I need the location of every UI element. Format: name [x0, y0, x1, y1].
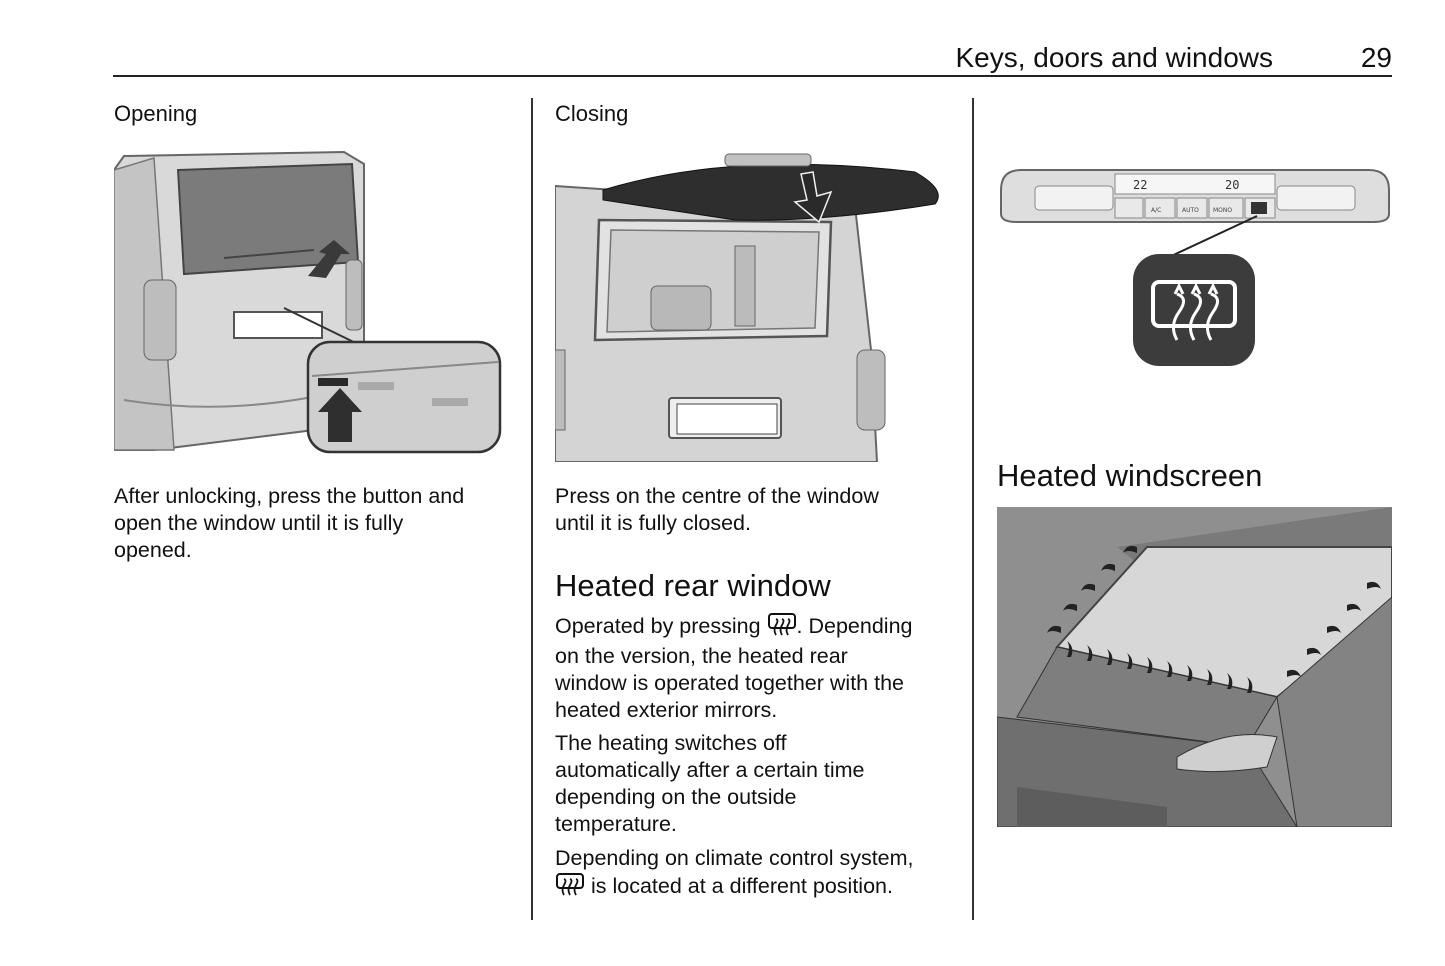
- paragraph-line: Operated by pressing . Depending: [555, 612, 913, 643]
- page-number: 29: [1360, 42, 1392, 73]
- van-rear-window-opening-illustration: [114, 150, 502, 455]
- paragraph-text: . Depending: [796, 614, 913, 638]
- heated-rear-window-heading: Heated rear window: [555, 568, 831, 603]
- column-divider-left: [531, 98, 533, 920]
- heated-rear-window-paragraph-3: Depending on climate control system, is …: [555, 845, 914, 903]
- opening-line: opened.: [114, 538, 192, 562]
- paragraph-line: on the version, the heated rear: [555, 644, 848, 668]
- rear-window-heating-icon: [767, 612, 797, 643]
- heated-rear-window-paragraph-1: Operated by pressing . Depending on the …: [555, 612, 913, 724]
- left-temperature: 22: [1133, 178, 1147, 192]
- climate-control-panel-illustration: 22 20 A/C AUTO MONO: [997, 150, 1392, 372]
- rear-window-heating-icon: [555, 872, 585, 903]
- closing-subheading: Closing: [555, 101, 629, 126]
- paragraph-line: Depending on climate control system,: [555, 846, 914, 870]
- closing-line: Press on the centre of the window: [555, 484, 879, 508]
- opening-subheading: Opening: [114, 101, 198, 126]
- paragraph-line: The heating switches off: [555, 731, 787, 755]
- heated-rear-window-paragraph-2: The heating switches off automatically a…: [555, 730, 865, 838]
- right-temperature: 20: [1225, 178, 1239, 192]
- paragraph-text: Operated by pressing: [555, 614, 767, 638]
- van-front-windscreen-heating-illustration: [997, 507, 1392, 827]
- opening-line: open the window until it is fully: [114, 511, 404, 535]
- closing-instruction: Press on the centre of the window until …: [555, 483, 879, 537]
- mono-button-label: MONO: [1213, 207, 1232, 214]
- opening-line: After unlocking, press the button and: [114, 484, 465, 508]
- running-header-title: Keys, doors and windows: [955, 42, 1273, 73]
- paragraph-line: window is operated together with the: [555, 671, 904, 695]
- ac-button-label: A/C: [1151, 207, 1161, 214]
- header-rule: [113, 75, 1392, 77]
- paragraph-line: automatically after a certain time: [555, 758, 865, 782]
- heated-windscreen-heading: Heated windscreen: [997, 458, 1263, 493]
- paragraph-line: temperature.: [555, 812, 677, 836]
- opening-instruction: After unlocking, press the button and op…: [114, 483, 464, 564]
- auto-button-label: AUTO: [1182, 207, 1199, 214]
- paragraph-line: depending on the outside: [555, 785, 797, 809]
- closing-line: until it is fully closed.: [555, 511, 751, 535]
- paragraph-text: is located at a different position.: [585, 874, 893, 898]
- paragraph-line: heated exterior mirrors.: [555, 698, 778, 722]
- van-rear-window-closing-illustration: [555, 150, 943, 462]
- paragraph-line: is located at a different position.: [555, 872, 914, 903]
- column-divider-right: [972, 98, 974, 920]
